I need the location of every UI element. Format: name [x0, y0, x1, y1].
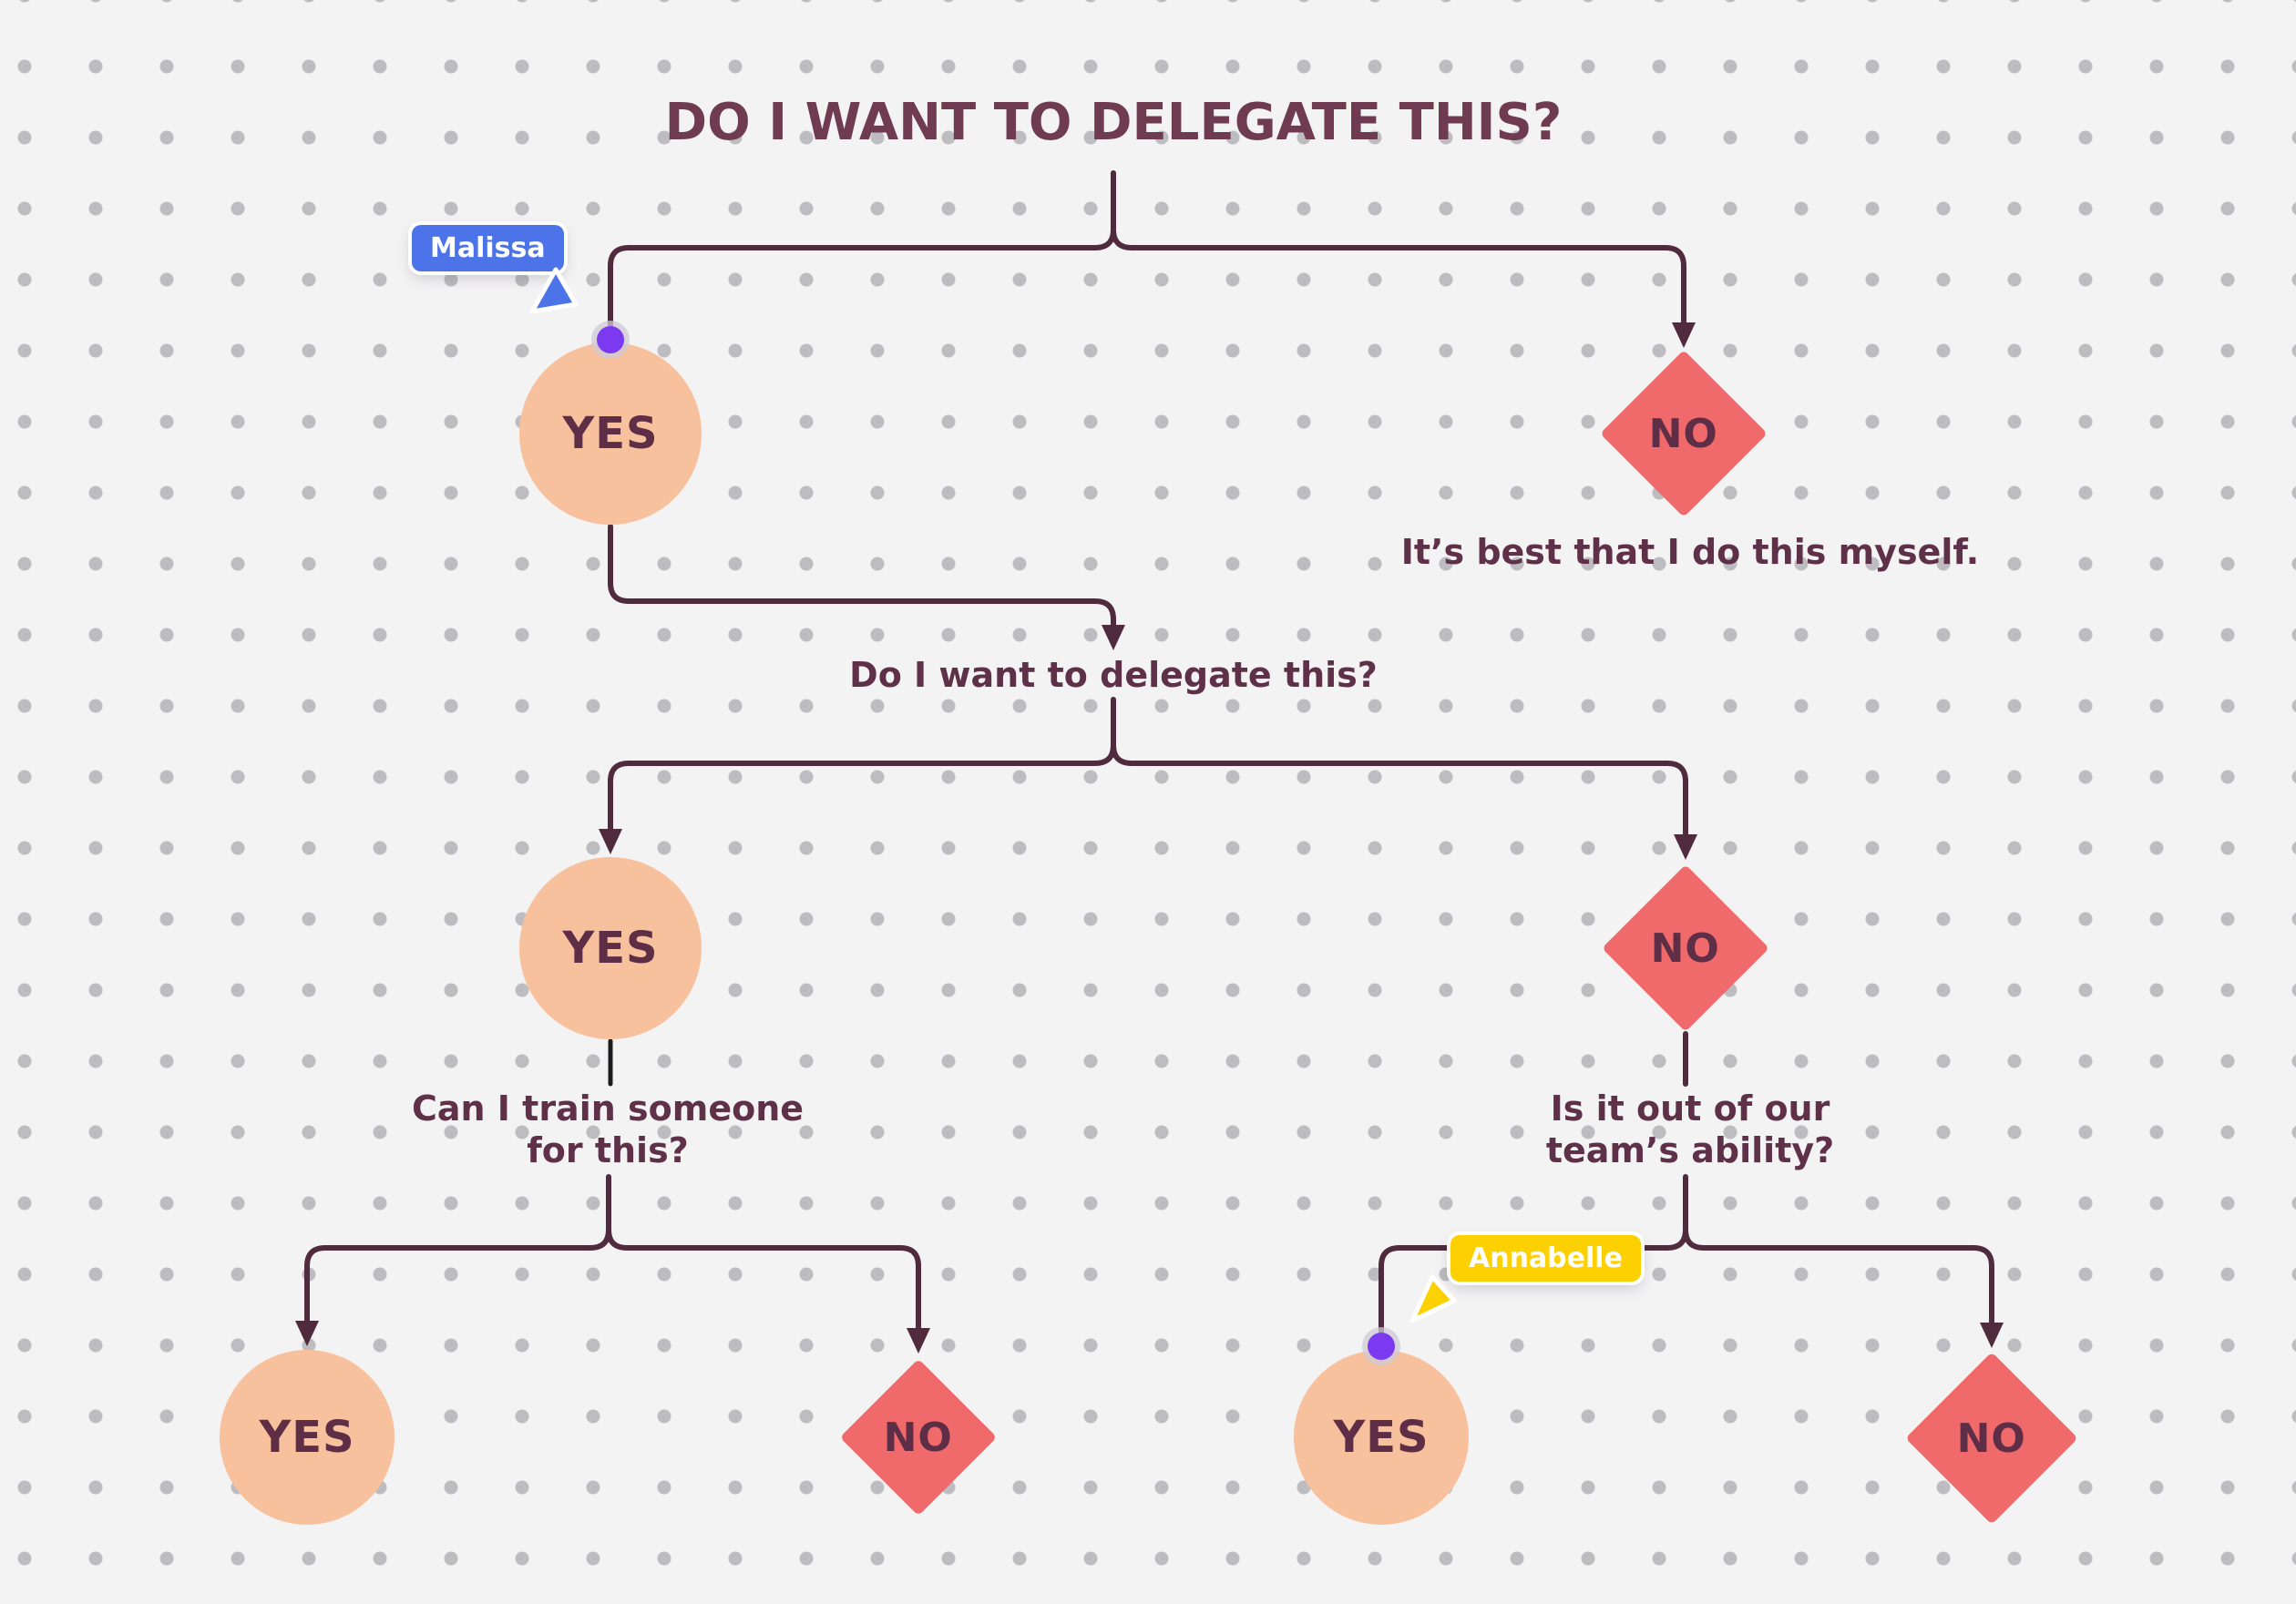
node-label: NO — [883, 1414, 954, 1461]
node-yes-3[interactable]: YES — [220, 1350, 395, 1525]
arrowhead[interactable] — [907, 1328, 930, 1354]
collaborator-cursor-icon — [529, 267, 579, 314]
arrowhead[interactable] — [1980, 1323, 2004, 1348]
arrowhead[interactable] — [1674, 834, 1697, 860]
node-yes-2[interactable]: YES — [519, 857, 702, 1039]
arrowhead[interactable] — [599, 829, 622, 854]
board-title[interactable]: DO I WANT TO DELEGATE THIS? — [664, 93, 1563, 152]
text-question-3-left[interactable]: Can I train someone for this? — [411, 1088, 805, 1170]
connection-handle[interactable] — [1368, 1333, 1395, 1360]
node-label: YES — [562, 408, 659, 459]
connector-question2-split[interactable] — [599, 697, 1697, 860]
connector-root-split[interactable] — [608, 170, 1696, 348]
connector-question4-right-split[interactable] — [1379, 1174, 2004, 1348]
node-label: YES — [259, 1412, 355, 1463]
collaborator-name: Annabelle — [1469, 1242, 1623, 1274]
arrowhead[interactable] — [1102, 625, 1125, 650]
connector-yes1-to-question2[interactable] — [608, 524, 1125, 650]
node-label: YES — [562, 923, 659, 974]
node-label: NO — [1648, 410, 1719, 457]
node-label: YES — [1333, 1412, 1430, 1463]
connection-handle[interactable] — [597, 326, 624, 353]
arrowhead[interactable] — [1672, 322, 1696, 348]
collaborator-cursor-icon — [1409, 1274, 1457, 1323]
collaborator-label-annabelle: Annabelle — [1450, 1235, 1641, 1282]
arrowhead[interactable] — [295, 1321, 319, 1346]
text-no1-note[interactable]: It’s best that I do this myself. — [1400, 532, 1980, 572]
node-yes-4[interactable]: YES — [1294, 1350, 1469, 1525]
connector-question3-left-split[interactable] — [295, 1174, 930, 1354]
text-question-3-right[interactable]: Is it out of our team’s ability? — [1545, 1088, 1835, 1170]
node-label: NO — [1650, 925, 1721, 972]
text-question-2[interactable]: Do I want to delegate this? — [849, 655, 1378, 695]
node-label: NO — [1956, 1415, 2027, 1462]
collaborator-name: Malissa — [430, 232, 546, 264]
node-yes-1[interactable]: YES — [519, 342, 702, 525]
collaborator-label-malissa: Malissa — [412, 225, 564, 271]
